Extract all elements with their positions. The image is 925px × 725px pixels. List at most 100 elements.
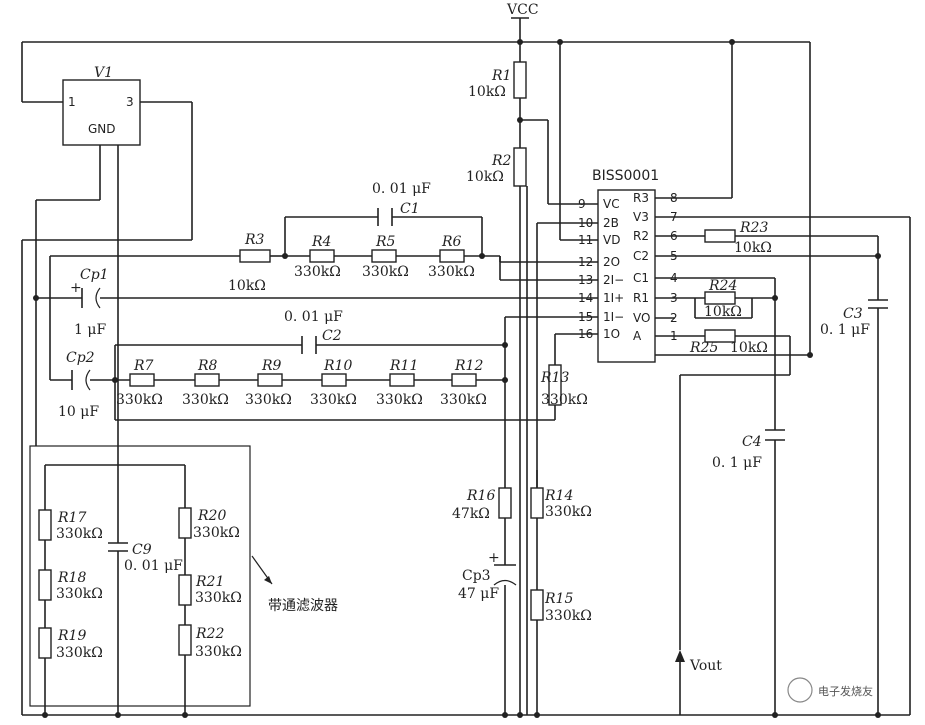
chip-pin-15-number: 15 [578,310,593,324]
chip-pin-10-number: 10 [578,216,593,230]
r22-name: R22 [195,626,224,642]
r4-value: 330kΩ [294,264,341,280]
chip-pin-7-label: V3 [633,210,649,224]
r12-name: R12 [454,358,483,374]
bandpass-filter: R17 330kΩ R18 330kΩ R19 330kΩ R20 330kΩ … [29,145,338,715]
r3-name: R3 [244,232,265,248]
vout-output: Vout [675,650,722,715]
r11-value: 330kΩ [376,392,423,408]
r21-name: R21 [195,574,224,590]
c9-name: C9 [132,542,152,558]
r7-body [129,373,155,387]
watermark-text: 电子发烧友 [818,684,873,698]
chip-pin-5-number: 5 [670,249,678,263]
watermark: 电子发烧友 [787,677,873,703]
v1-pin1: 1 [68,95,76,109]
r23-body [704,229,736,243]
r9-value: 330kΩ [245,392,292,408]
r16-name: R16 [466,488,495,504]
chip-pin-4-number: 4 [670,271,678,285]
bandpass-label: 带通滤波器 [268,598,338,614]
c3-name: C3 [843,306,863,322]
r15-name: R15 [544,591,573,607]
r16-value: 47kΩ [452,506,490,522]
r9-body [257,373,283,387]
chip-pin-15-label: 1I− [603,310,624,324]
v1-module: V1 1 3 GND [62,65,141,146]
r6-value: 330kΩ [428,264,475,280]
chip-pin-6-label: R2 [633,229,649,243]
chip-pin-7-number: 7 [670,210,678,224]
chip-pin-1-label: A [633,329,642,343]
r12-value: 330kΩ [440,392,487,408]
r9-name: R9 [261,358,282,374]
r23-name: R23 [739,220,768,236]
chip-pin-2-label: VO [633,311,650,325]
r15-body [530,589,544,621]
r11-body [389,373,415,387]
cp1-plus: + [70,280,82,296]
chip-pin-12-label: 2O [603,255,620,269]
r13-body [548,364,562,406]
r10-value: 330kΩ [310,392,357,408]
v1-gnd: GND [88,122,116,136]
r14-name: R14 [544,488,573,504]
chip-pin-10-label: 2B [603,216,619,230]
chip-pin-14-number: 14 [578,291,593,305]
r21-body [178,574,192,606]
vcc-label: VCC [506,2,539,18]
cp2-value: 10 μF [58,404,99,420]
r2-name: R2 [491,153,512,169]
r24-body [704,291,736,305]
cp2-name: Cp2 [66,350,95,366]
cp3-name: Cp3 [462,568,491,584]
r4-name: R4 [311,234,331,250]
r18-value: 330kΩ [56,586,103,602]
r15-value: 330kΩ [545,608,592,624]
r22-body [178,624,192,656]
cp1-value: 1 μF [74,322,106,338]
r10-body [321,373,347,387]
r22-value: 330kΩ [195,644,242,660]
r1-body [513,61,527,99]
r13-name: R13 [540,370,569,386]
chip-pin-13-label: 2I− [603,273,624,287]
r20-value: 330kΩ [193,525,240,541]
chip-pin-9-label: VC [603,197,620,211]
c1-name: C1 [400,201,420,217]
r5-body [371,249,397,263]
r25-value: 10kΩ [730,340,768,356]
cp3-value: 47 μF [458,586,499,602]
r25-name: R25 [689,340,718,356]
r17-name: R17 [57,510,86,526]
r24-name: R24 [708,278,737,294]
r19-value: 330kΩ [56,645,103,661]
r8-value: 330kΩ [182,392,229,408]
vout-label: Vout [689,658,722,674]
r20-body [178,507,192,539]
c3-value: 0. 1 μF [820,322,870,338]
r21-value: 330kΩ [195,590,242,606]
r4-body [309,249,335,263]
chip-pin-8-label: R3 [633,191,649,205]
chip-pin-2-number: 2 [670,311,678,325]
chip-pin-9-number: 9 [578,197,586,211]
r2-value: 10kΩ [466,169,504,185]
cp1-name: Cp1 [80,267,109,283]
c4-name: C4 [742,434,762,450]
capacitors: 0. 01 μF C1 0. 01 μF C2 + Cp1 1 μF Cp2 1… [58,181,888,602]
r10-name: R10 [323,358,352,374]
chip-pin-4-label: C1 [633,271,649,285]
cp3-plus: + [488,550,500,566]
r20-name: R20 [197,508,226,524]
r2-body [513,147,527,187]
r18-name: R18 [57,570,86,586]
r6-name: R6 [441,234,462,250]
c9-value: 0. 01 μF [124,558,183,574]
r19-body [38,627,52,659]
r14-value: 330kΩ [545,504,592,520]
r7-name: R7 [133,358,154,374]
